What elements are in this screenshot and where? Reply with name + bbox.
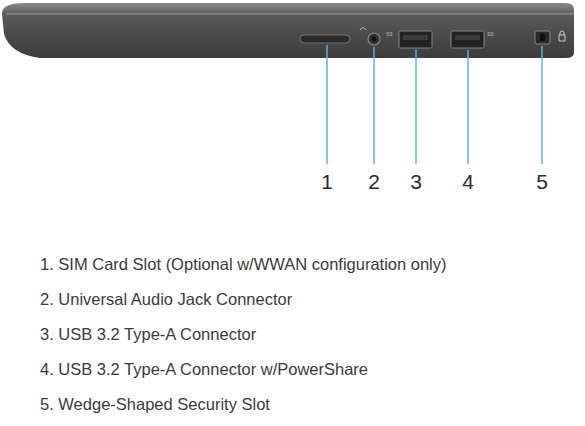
- security-slot: [535, 31, 550, 44]
- legend-item: 3. USB 3.2 Type-A Connector: [40, 325, 256, 344]
- svg-text:SS: SS: [386, 31, 393, 37]
- callout-number: 5: [536, 170, 548, 194]
- callout-number: 3: [410, 170, 422, 194]
- laptop-lid: [2, 3, 574, 14]
- callout-number: 4: [462, 170, 474, 194]
- legend-item: 5. Wedge-Shaped Security Slot: [40, 395, 270, 414]
- callout-number: 2: [368, 170, 380, 194]
- svg-text:SS: SS: [487, 31, 494, 37]
- laptop-base: [2, 14, 574, 58]
- legend-item: 4. USB 3.2 Type-A Connector w/PowerShare: [40, 360, 368, 379]
- leader-lines: [327, 45, 542, 164]
- usb-port: [451, 31, 484, 48]
- legend-item: 1. SIM Card Slot (Optional w/WWAN config…: [40, 255, 447, 274]
- legend-item: 2. Universal Audio Jack Connector: [40, 290, 292, 309]
- usb-port: [399, 31, 432, 48]
- audio-jack: [368, 33, 380, 45]
- sim-card-slot: [300, 35, 350, 43]
- callout-number: 1: [321, 170, 333, 194]
